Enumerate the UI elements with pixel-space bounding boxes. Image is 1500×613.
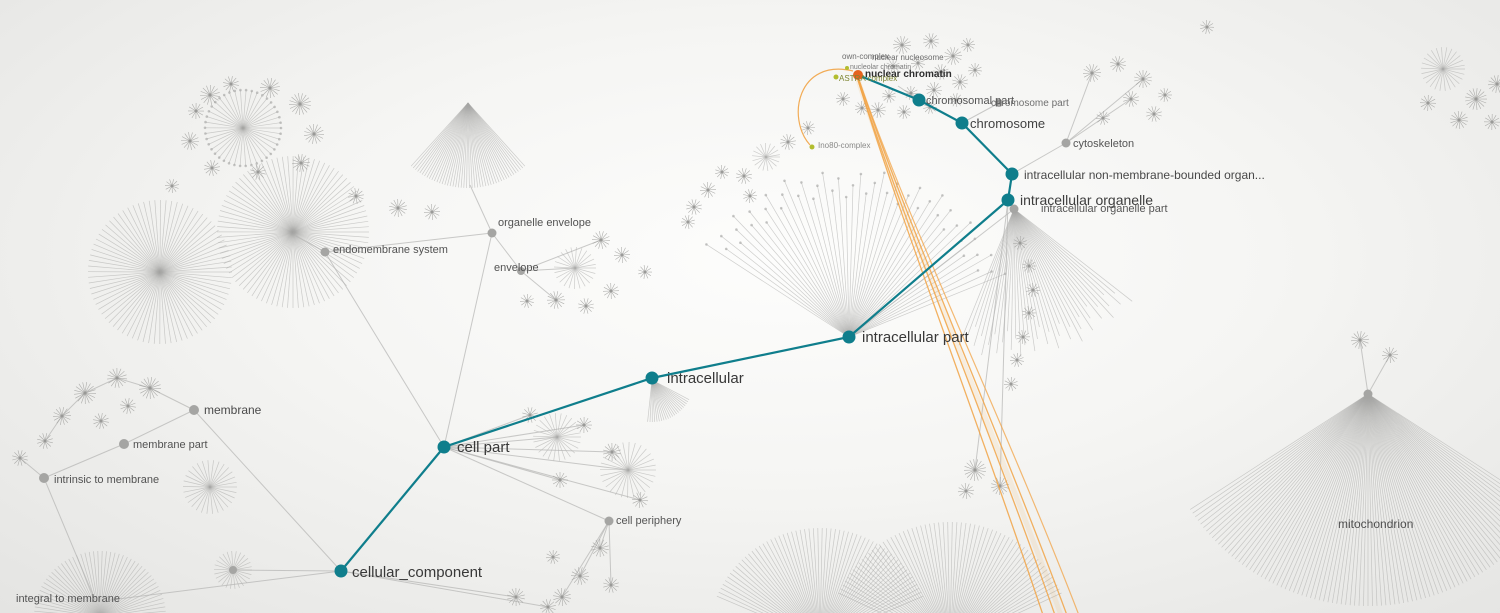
- node-intracellular-part[interactable]: [842, 330, 856, 344]
- node-endomembrane-system[interactable]: [320, 247, 330, 257]
- node-collapsed-cluster[interactable]: [229, 566, 237, 574]
- label-envelope[interactable]: envelope: [494, 262, 539, 274]
- label-organelle-envelope[interactable]: organelle envelope: [498, 217, 591, 229]
- node-intracellular[interactable]: [645, 371, 659, 385]
- node-intrinsic-to-membrane[interactable]: [39, 473, 49, 483]
- gray-term-nodes: [39, 99, 1373, 574]
- node-chromosomal-part[interactable]: [912, 93, 926, 107]
- label-integral-to-membrane[interactable]: integral to membrane: [16, 593, 120, 605]
- highlighted-orange-edges: [797, 68, 1079, 613]
- label-cellular-component[interactable]: cellular_component: [352, 564, 483, 581]
- complex-node-dot[interactable]: [809, 144, 815, 150]
- node-cellular-component[interactable]: [334, 564, 348, 578]
- selected-path: [340, 73, 1014, 572]
- label-intracellular-organelle-part[interactable]: intracellular organelle part: [1041, 203, 1168, 215]
- node-chromosome[interactable]: [955, 116, 969, 130]
- node-membrane-part[interactable]: [119, 439, 129, 449]
- label-cell-periphery[interactable]: cell periphery: [616, 515, 682, 527]
- label-cytoskeleton[interactable]: cytoskeleton: [1073, 138, 1134, 150]
- label-intrinsic-to-membrane[interactable]: intrinsic to membrane: [54, 474, 159, 486]
- node-cytoskeleton[interactable]: [1061, 138, 1071, 148]
- label-chromosome-part[interactable]: chromosome part: [991, 98, 1069, 109]
- label-ino80-complex: Ino80-complex: [818, 141, 870, 150]
- node-intracellular-organelle-part[interactable]: [1009, 204, 1019, 214]
- node-intracellular-non-membrane-bounded-organelle[interactable]: [1005, 167, 1019, 181]
- complex-node-dot[interactable]: [845, 66, 849, 70]
- label-own-complex: own-complex: [842, 52, 889, 61]
- collapsed-node-bursts: [12, 19, 1500, 613]
- node-organelle-envelope[interactable]: [487, 228, 497, 238]
- node-labels: cellular_component cell part intracellular…: [16, 52, 1413, 605]
- node-membrane[interactable]: [189, 405, 199, 415]
- label-intracellular-organelle[interactable]: intracellular organelle: [1020, 192, 1153, 208]
- node-chromosome-part[interactable]: [995, 99, 1003, 107]
- graph-edges-gray: [19, 72, 1391, 608]
- label-chromosome[interactable]: chromosome: [970, 116, 1045, 131]
- label-chromosomal-part[interactable]: chromosomal part: [926, 95, 1014, 107]
- label-intracellular-part[interactable]: intracellular part: [862, 329, 970, 346]
- node-cell-periphery[interactable]: [604, 516, 614, 526]
- label-membrane[interactable]: membrane: [204, 403, 262, 417]
- collapsed-subtree-fans: [34, 47, 1500, 613]
- label-nuclear-chromatin[interactable]: nuclear chromatin: [865, 69, 952, 80]
- label-intracellular-non-membrane-bounded-organ[interactable]: intracellular non-membrane-bounded organ…: [1024, 168, 1265, 182]
- node-cell-part[interactable]: [437, 440, 451, 454]
- label-membrane-part[interactable]: membrane part: [133, 439, 208, 451]
- node-intracellular-organelle[interactable]: [1001, 193, 1015, 207]
- label-nuclear-nucleosome: nuclear nucleosome: [872, 53, 944, 62]
- node-mitochondrion[interactable]: [1363, 389, 1373, 399]
- complex-node-dot[interactable]: [833, 74, 839, 80]
- label-nucleolar-chromatin: nucleolar chromatin: [850, 64, 911, 71]
- label-astra-complex: ASTRA complex: [839, 74, 897, 83]
- label-endomembrane-system[interactable]: endomembrane system: [333, 244, 448, 256]
- selected-node-nuclear-chromatin[interactable]: [853, 70, 863, 80]
- node-envelope[interactable]: [517, 267, 525, 275]
- label-mitochondrion[interactable]: mitochondrion: [1338, 517, 1413, 531]
- label-intracellular[interactable]: intracellular: [667, 370, 744, 387]
- label-cell-part[interactable]: cell part: [457, 439, 510, 456]
